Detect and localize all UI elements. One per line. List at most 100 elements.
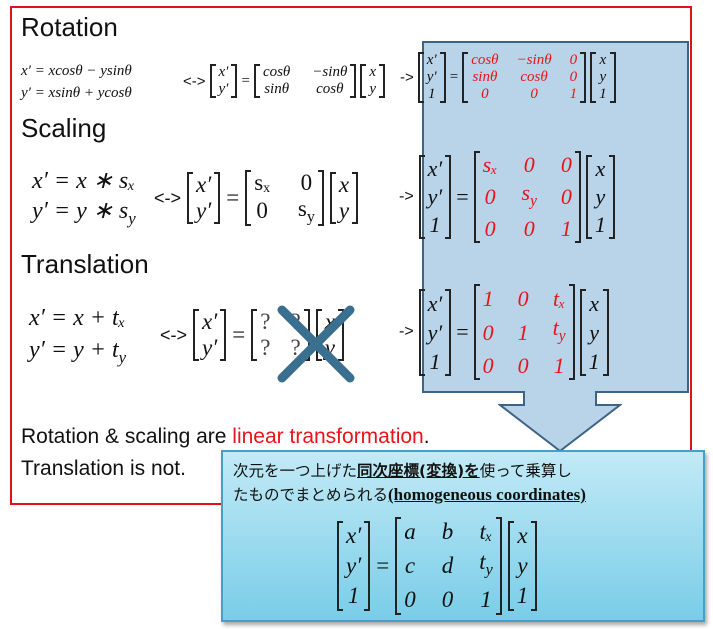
matrix-cell: 0 bbox=[484, 184, 496, 209]
scaling-vec-lhs: x′y′ bbox=[187, 172, 221, 224]
matrix-cell: 1 bbox=[517, 319, 529, 345]
vector-entry: y bbox=[517, 553, 528, 578]
vector-entry: y bbox=[369, 81, 376, 97]
matrix-cell: ty bbox=[479, 548, 493, 579]
translation-eq-x: x′ = x + tₓ bbox=[29, 305, 126, 331]
matrix-cell: 0 bbox=[256, 198, 268, 223]
scaling-equals: = bbox=[226, 185, 240, 210]
x-mark-icon bbox=[277, 305, 355, 383]
matrix-cell: sinθ bbox=[264, 81, 290, 97]
homogeneous-term-en: (homogeneous coordinates) bbox=[388, 485, 586, 504]
matrix-cell: −sinθ bbox=[312, 64, 348, 80]
matrix-cell: 0 bbox=[560, 184, 572, 209]
translation-equals: = bbox=[232, 322, 246, 347]
vector-entry: x′ bbox=[218, 64, 229, 80]
vector-entry: x bbox=[517, 523, 528, 548]
matrix-cell: tₓ bbox=[479, 518, 493, 544]
matrix-cell: a bbox=[404, 518, 416, 544]
rotation-vec-lhs: x′y′ bbox=[209, 64, 238, 98]
vector-entry: y′ bbox=[427, 184, 443, 209]
translation-matrix-2d: <-> x′y′ = ???? xy bbox=[160, 303, 344, 367]
rotation-equals: = bbox=[241, 72, 250, 89]
scaling-vec3-lhs: x′ y′ 1 bbox=[418, 155, 452, 239]
homogeneous-coordinates-box: 次元を一つ上げた同次座標(変換)を使って乗算し たものでまとめられる(homog… bbox=[221, 450, 705, 622]
rotation-equals-3d: = bbox=[449, 68, 459, 85]
matrix-cell: 0 bbox=[523, 216, 535, 242]
translation-arrow: <-> bbox=[160, 324, 188, 345]
scaling-arrow-3d: -> bbox=[399, 188, 414, 205]
matrix-cell: 0 bbox=[300, 169, 313, 195]
vector-entry: x bbox=[338, 172, 350, 197]
matrix-cell: 0 bbox=[530, 85, 538, 102]
homogeneous-equals: = bbox=[376, 553, 390, 578]
matrix-cell: 0 bbox=[482, 319, 494, 345]
vector-entry: y′ bbox=[426, 68, 437, 85]
matrix-cell: 1 bbox=[553, 352, 565, 378]
vector-entry: 1 bbox=[594, 212, 606, 237]
footer-line-2: Translation is not. bbox=[21, 457, 186, 480]
translation-eq-y: y′ = y + ty bbox=[29, 337, 127, 367]
rotation-arrow: <-> bbox=[183, 72, 206, 90]
matrix-cell: 0 bbox=[517, 286, 529, 312]
vector-entry: 1 bbox=[588, 348, 600, 374]
homogeneous-text-line-1: 次元を一つ上げた同次座標(変換)を使って乗算し bbox=[233, 462, 572, 480]
matrix-cell: −sinθ bbox=[516, 51, 552, 68]
matrix-cell: 0 bbox=[441, 587, 454, 613]
vector-entry: 1 bbox=[599, 85, 607, 102]
footer-line-1: Rotation & scaling are linear transforma… bbox=[21, 425, 430, 448]
matrix-cell: sₓ bbox=[482, 151, 498, 177]
matrix-cell: 0 bbox=[482, 352, 494, 378]
rotation-eq-y: y′ = xsinθ + ycosθ bbox=[21, 85, 132, 101]
vector-entry: y bbox=[595, 184, 606, 209]
homogeneous-term-jp: 同次座標(変換)を bbox=[357, 462, 480, 480]
vector-entry: x bbox=[599, 51, 607, 68]
vector-entry: x′ bbox=[196, 172, 212, 197]
matrix-cell: sy bbox=[521, 179, 537, 210]
homogeneous-text-line-2: たものでまとめられる(homogeneous coordinates) bbox=[233, 485, 586, 504]
matrix-cell: 1 bbox=[569, 85, 578, 102]
down-arrow-icon bbox=[498, 391, 622, 453]
vector-entry: y′ bbox=[427, 319, 443, 345]
translation-equations: x′ = x + tₓ y′ = y + ty bbox=[29, 302, 126, 374]
vector-entry: x′ bbox=[346, 523, 362, 548]
rotation-equations: x′ = xcosθ − ysinθ y′ = xsinθ + ycosθ bbox=[21, 60, 132, 104]
matrix-cell: cosθ bbox=[316, 81, 344, 97]
matrix-cell: cosθ bbox=[262, 64, 291, 80]
vector-entry: y bbox=[338, 198, 350, 223]
matrix-cell: cosθ bbox=[471, 51, 499, 68]
vector-entry: y bbox=[589, 319, 600, 345]
homogeneous-vec-lhs: x′y′1 bbox=[337, 521, 371, 611]
translation-vec-lhs: x′y′ bbox=[193, 309, 227, 361]
vector-entry: y′ bbox=[218, 81, 229, 97]
matrix-cell: 0 bbox=[569, 68, 578, 85]
vector-entry: 1 bbox=[429, 348, 441, 374]
scaling-equations: x′ = x ∗ sₓ y′ = y ∗ sy bbox=[32, 166, 136, 234]
vector-entry: x′ bbox=[427, 156, 443, 181]
scaling-eq-x: x′ = x ∗ sₓ bbox=[32, 168, 136, 194]
vector-entry: x′ bbox=[202, 309, 218, 334]
vector-entry: 1 bbox=[429, 212, 441, 237]
matrix-cell: 1 bbox=[480, 587, 492, 613]
matrix-cell: ? bbox=[260, 309, 271, 334]
scaling-heading: Scaling bbox=[21, 113, 107, 143]
rotation-eq-x: x′ = xcosθ − ysinθ bbox=[21, 63, 132, 79]
vector-entry: y bbox=[599, 68, 607, 85]
vector-entry: x bbox=[595, 156, 606, 181]
matrix-cell: sinθ bbox=[472, 68, 498, 85]
